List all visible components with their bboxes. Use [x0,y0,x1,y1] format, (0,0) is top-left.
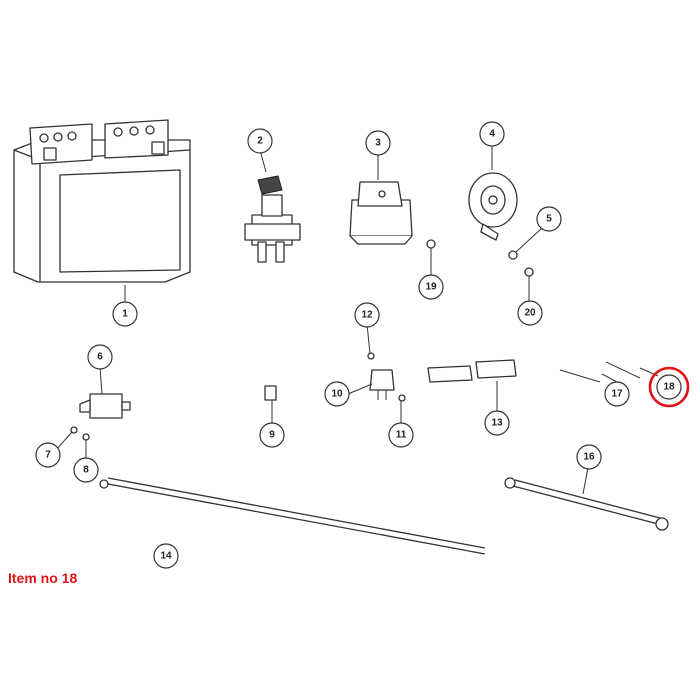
nut-part-7 [70,426,78,434]
svg-text:4: 4 [489,129,495,140]
svg-text:10: 10 [331,389,343,400]
fuse-part-12 [367,352,375,360]
callout-19: 19 [418,274,444,300]
callout-4: 4 [479,121,505,147]
svg-text:17: 17 [611,389,623,400]
terminal-part-19 [426,239,436,249]
battery-part [13,119,191,283]
callout-7: 7 [35,442,61,468]
washer-part-8 [82,433,90,441]
callout-3: 3 [365,130,391,156]
svg-text:19: 19 [425,282,437,293]
callout-10: 10 [324,381,350,407]
callout-12: 12 [354,302,380,328]
svg-text:9: 9 [269,430,275,441]
callout-17: 17 [604,381,630,407]
svg-text:8: 8 [83,465,89,476]
callout-11: 11 [388,422,414,448]
svg-text:6: 6 [97,352,103,363]
callout-2: 2 [247,128,273,154]
fuse-part-11 [398,394,406,402]
item-caption: Item no 18 [8,570,78,586]
relay-part-10 [369,369,395,400]
svg-text:16: 16 [583,452,595,463]
svg-text:2: 2 [257,136,263,147]
svg-text:7: 7 [45,450,51,461]
svg-text:18: 18 [663,382,675,393]
callout-9: 9 [259,422,285,448]
horn-part [468,172,518,241]
rocker-switch-part [349,181,413,245]
svg-text:20: 20 [524,308,536,319]
svg-text:14: 14 [160,551,172,562]
callout-18: 18 [656,374,682,400]
relay-part-6 [79,393,131,419]
terminal-part-20 [524,267,534,277]
svg-text:11: 11 [396,430,407,441]
fuse-holder-part [427,359,517,383]
svg-text:1: 1 [122,309,128,320]
callout-20: 20 [517,300,543,326]
cable-part-16 [504,477,669,531]
highlight-ring [648,366,690,408]
svg-text:3: 3 [375,138,381,149]
svg-text:12: 12 [361,310,373,321]
callout-8: 8 [73,457,99,483]
washer-part-5 [508,250,518,260]
key-switch-part [244,175,301,263]
callout-5: 5 [536,206,562,232]
callout-14: 14 [153,543,179,569]
svg-text:13: 13 [491,418,503,429]
callout-16: 16 [576,444,602,470]
callout-13: 13 [484,410,510,436]
wire-part-17 [559,361,641,383]
cable-part-14 [99,477,486,555]
callout-1: 1 [112,301,138,327]
callout-6: 6 [87,344,113,370]
connector-part-9 [264,385,277,401]
svg-text:5: 5 [546,214,552,225]
